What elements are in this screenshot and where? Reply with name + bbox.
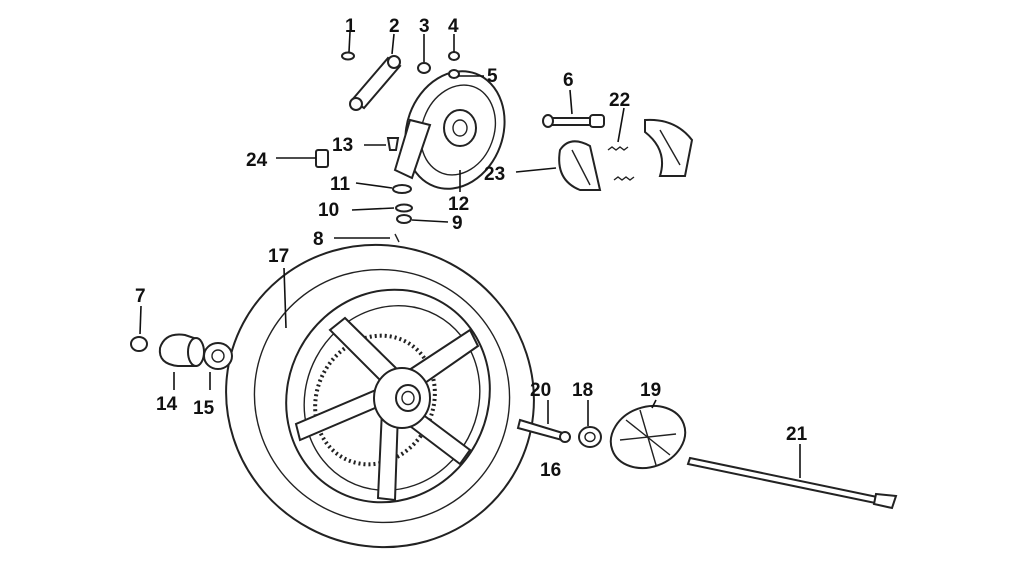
brake-arm — [349, 55, 402, 111]
label-13: 13 — [332, 135, 353, 156]
brake-shoes — [558, 118, 694, 191]
label-14: 14 — [156, 394, 178, 415]
label-1: 1 — [345, 16, 356, 37]
pin — [315, 149, 329, 168]
label-21: 21 — [786, 424, 808, 445]
label-7: 7 — [135, 286, 146, 307]
label-16: 16 — [540, 460, 561, 481]
brake-cam — [542, 114, 605, 128]
label-11: 11 — [330, 174, 351, 195]
label-20: 20 — [530, 380, 551, 401]
brake-panel — [393, 70, 506, 190]
small-hardware — [341, 51, 460, 243]
label-12: 12 — [448, 194, 469, 215]
label-5: 5 — [487, 66, 498, 87]
label-22: 22 — [609, 90, 630, 111]
part-number-labels: 1 2 3 4 5 6 7 8 9 10 11 12 13 14 15 16 1… — [135, 16, 808, 481]
label-24: 24 — [246, 150, 268, 171]
label-15: 15 — [193, 398, 215, 419]
label-9: 9 — [452, 213, 463, 234]
label-19: 19 — [640, 380, 661, 401]
leader-lines — [139, 31, 801, 478]
label-2: 2 — [389, 16, 400, 37]
label-3: 3 — [419, 16, 430, 37]
right-axle-parts — [516, 404, 898, 510]
return-springs — [607, 146, 635, 181]
label-10: 10 — [318, 200, 339, 221]
left-axle-parts — [130, 333, 233, 370]
label-4: 4 — [448, 16, 459, 37]
rear-wheel — [225, 243, 535, 549]
label-23: 23 — [484, 164, 505, 185]
label-6: 6 — [563, 70, 574, 91]
label-17: 17 — [268, 246, 289, 267]
label-18: 18 — [572, 380, 593, 401]
label-8: 8 — [313, 229, 324, 250]
